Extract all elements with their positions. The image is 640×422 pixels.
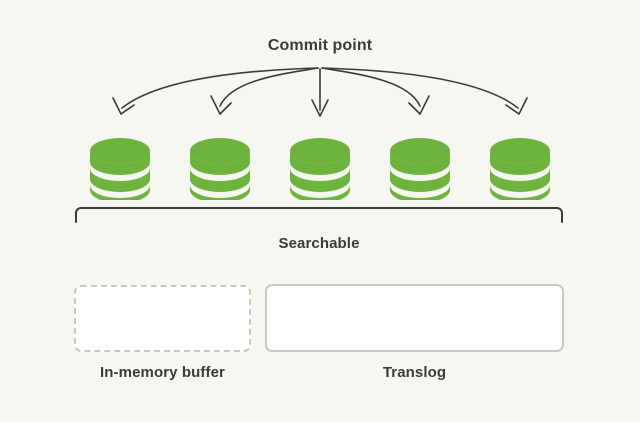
database-icon <box>290 138 350 203</box>
shard-segment-5 <box>488 136 552 203</box>
shard-row <box>88 136 552 203</box>
shard-segment-2 <box>188 136 252 203</box>
arrow-head-5 <box>505 97 528 115</box>
arrow-head-3 <box>311 99 329 117</box>
arrow-path-4 <box>321 67 421 107</box>
database-icon <box>390 138 450 203</box>
arrow-head-4 <box>408 95 430 115</box>
database-icon <box>490 138 550 203</box>
translog-box <box>265 284 564 352</box>
arrow-path-5 <box>321 67 519 109</box>
arrow-path-2 <box>219 67 319 107</box>
commit-point-label: Commit point <box>267 37 373 54</box>
arrow-path-1 <box>121 67 319 109</box>
database-icon <box>190 138 250 203</box>
translog-label: Translog <box>382 364 447 381</box>
shard-segment-4 <box>388 136 452 203</box>
in-memory-buffer-label: In-memory buffer <box>100 364 225 381</box>
arrow-head-1 <box>112 97 135 115</box>
shard-segment-1 <box>88 136 152 203</box>
searchable-label: Searchable <box>278 235 360 252</box>
shard-segment-3 <box>288 136 352 203</box>
in-memory-buffer-box <box>74 285 251 352</box>
database-icon <box>90 138 150 203</box>
arrow-head-2 <box>210 95 232 115</box>
searchable-bracket <box>75 207 563 223</box>
